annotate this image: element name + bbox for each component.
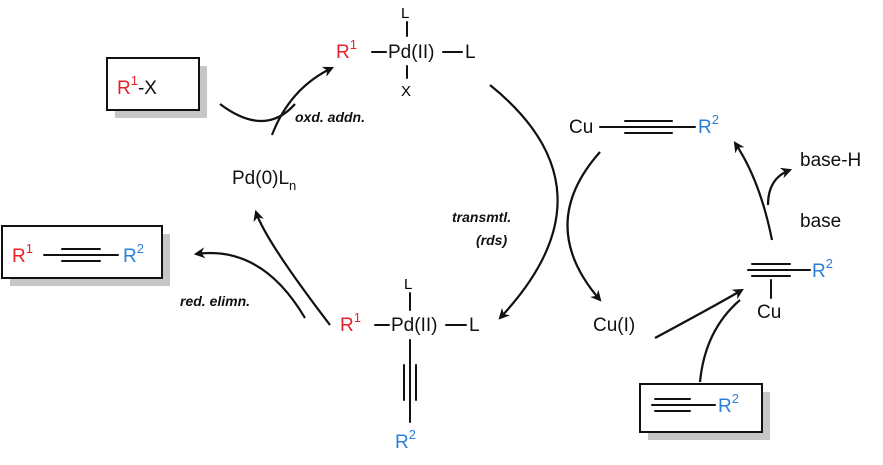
aryl-halide-box: R1-X (106, 57, 207, 118)
svg-text:R2: R2 (123, 241, 144, 267)
r2-superscript: 2 (409, 427, 416, 442)
pd0-catalyst: Pd(0)Ln (232, 168, 296, 193)
r2-superscript: 2 (826, 256, 833, 271)
r2-superscript: 2 (137, 241, 144, 256)
alkyne-entry-curve (698, 299, 741, 383)
ligand-right: L (465, 42, 476, 63)
svg-text:R1: R1 (340, 310, 361, 336)
r2-symbol: R (812, 261, 826, 282)
r1-symbol: R (12, 246, 26, 267)
r2-symbol: R (718, 396, 732, 417)
cu-i-label: Cu(I) (593, 315, 635, 336)
pd-ii-label: Pd(II) (388, 42, 434, 63)
r2-superscript: 2 (732, 391, 739, 406)
svg-text:R1: R1 (12, 241, 33, 267)
pd0-subscript: n (289, 178, 296, 193)
r2-symbol: R (123, 246, 137, 267)
r1-symbol: R (336, 42, 350, 63)
cu-label: Cu (757, 302, 781, 323)
transmetalation-arrow (489, 84, 559, 320)
r2-symbol: R (698, 117, 712, 138)
rds-label: (rds) (476, 232, 507, 248)
red-elimn-label: red. elimn. (180, 293, 250, 309)
r2-superscript: 2 (712, 112, 719, 127)
copper-acetylide: Cu R2 (569, 112, 719, 138)
pd-ii-label: Pd(II) (391, 315, 437, 336)
r1-symbol: R (340, 315, 354, 336)
halide-label: -X (138, 78, 157, 99)
ligand-top: L (401, 5, 409, 22)
pd-alkynyl-complex: R1 Pd(II) L L R2 (340, 276, 480, 453)
cu-transfer-arrow (566, 151, 602, 302)
red-elimn-arrow (253, 209, 331, 326)
cu-label: Cu (569, 117, 593, 138)
base-h-label: base-H (800, 150, 861, 171)
svg-text:R1-X: R1-X (117, 73, 157, 99)
svg-text:R2: R2 (812, 256, 833, 282)
r1-symbol: R (117, 78, 131, 99)
halide-ligand: X (401, 83, 411, 100)
svg-text:R2: R2 (718, 391, 739, 417)
r1-superscript: 1 (350, 37, 357, 52)
deprotonation-arrow (733, 141, 774, 241)
terminal-alkyne-box: R2 (639, 383, 770, 440)
r2-symbol: R (395, 432, 409, 453)
r1-superscript: 1 (26, 241, 33, 256)
copper-pi-complex: R2 Cu (747, 256, 833, 323)
base-h-arrow (766, 167, 793, 206)
cu-coordination-arrow (654, 288, 744, 339)
ligand-right: L (469, 315, 480, 336)
oxd-addn-arrow (270, 66, 334, 136)
product-release-arrow (193, 247, 306, 319)
pd-oxidative-complex: R1 Pd(II) L L X (336, 5, 476, 100)
ligand-top: L (404, 276, 412, 293)
oxd-addn-curve (219, 103, 296, 123)
base-label: base (800, 211, 841, 232)
svg-text:R2: R2 (698, 112, 719, 138)
svg-text:R2: R2 (395, 427, 416, 453)
r1-superscript: 1 (354, 310, 361, 325)
svg-text:R1: R1 (336, 37, 357, 63)
r1-superscript: 1 (131, 73, 138, 88)
transmetalation-label: transmtl. (452, 209, 511, 225)
pd0-label: Pd(0)L (232, 168, 289, 189)
product-box: R1 R2 (1, 225, 170, 286)
oxd-addn-label: oxd. addn. (295, 109, 365, 125)
